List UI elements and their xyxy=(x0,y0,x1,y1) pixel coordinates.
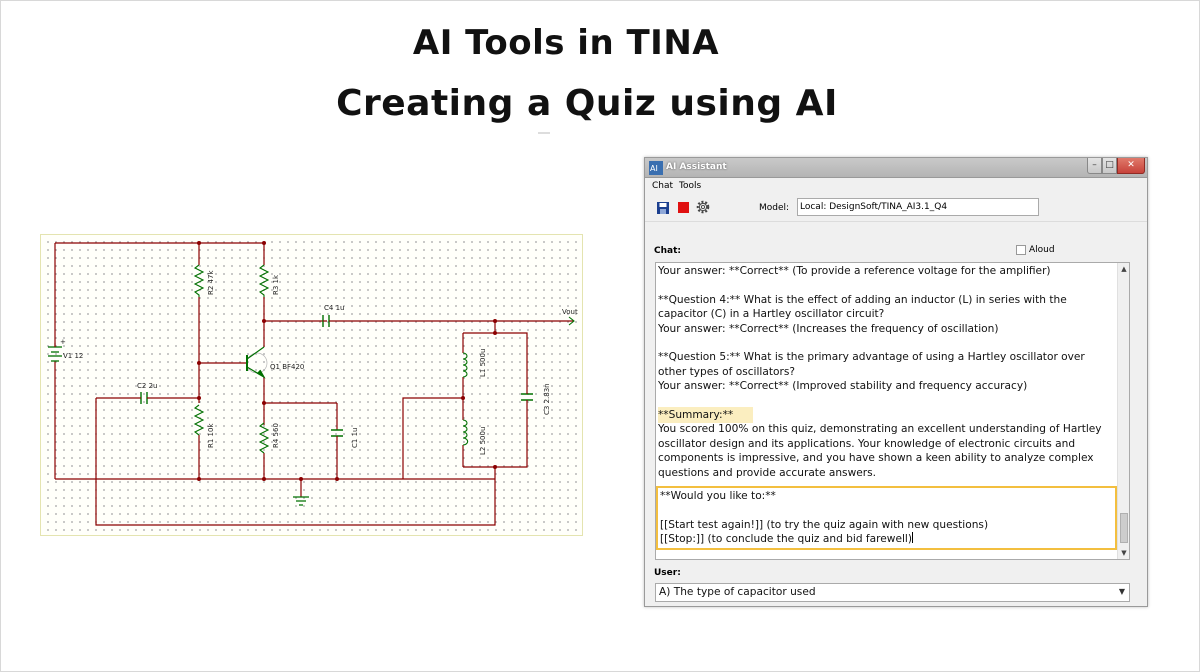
slide-subtitle: Creating a Quiz using AI xyxy=(336,83,838,124)
reply-options: **Would you like to:** [[Start test agai… xyxy=(656,486,1117,550)
stop-link[interactable]: [[Stop:]] (to conclude the quiz and bid … xyxy=(660,533,912,546)
battery-symbol xyxy=(48,343,62,362)
circuit-wires xyxy=(54,242,573,526)
summary-heading: **Summary:** xyxy=(658,407,754,424)
aloud-checkbox[interactable] xyxy=(1016,245,1026,255)
label-vout: Vout xyxy=(562,308,578,316)
slide-title: AI Tools in TINA xyxy=(412,23,720,63)
label-V1: V1 12 xyxy=(63,352,83,360)
label-L1: L1 500u xyxy=(479,349,487,377)
svg-text:AI: AI xyxy=(650,164,658,173)
save-icon[interactable] xyxy=(657,202,669,214)
scroll-down-arrow-icon[interactable]: ▼ xyxy=(1121,549,1127,557)
window-title: AI Assistant xyxy=(666,162,727,172)
label-R3: R3 1k xyxy=(272,274,280,295)
user-input-value: A) The type of capacitor used xyxy=(659,586,816,598)
resistor-symbols xyxy=(193,264,270,454)
menu-tools[interactable]: Tools xyxy=(679,181,702,191)
circuit-schematic: + xyxy=(40,234,583,536)
ground-symbol xyxy=(293,496,309,506)
user-label: User: xyxy=(654,568,681,578)
text-caret xyxy=(911,532,913,544)
svg-text:+: + xyxy=(60,338,66,346)
chat-message: You scored 100% on this quiz, demonstrat… xyxy=(658,423,1105,479)
user-input[interactable]: A) The type of capacitor used ▼ xyxy=(655,583,1130,602)
label-C1: C1 1u xyxy=(351,428,359,448)
label-R2: R2 47k xyxy=(207,270,215,295)
label-C3: C3 2.83n xyxy=(543,383,551,415)
junction-dots xyxy=(197,241,497,481)
start-test-link[interactable]: [[Start test again!]] (to try the quiz a… xyxy=(660,518,989,531)
chevron-down-icon[interactable]: ▼ xyxy=(1118,587,1125,596)
scroll-up-arrow-icon[interactable]: ▲ xyxy=(1121,265,1127,273)
chat-messages: Your answer: **Correct** (To provide a r… xyxy=(656,263,1117,551)
maximize-button[interactable]: □ xyxy=(1102,158,1117,174)
aloud-label: Aloud xyxy=(1029,245,1055,255)
model-label: Model: xyxy=(759,203,790,213)
label-L2: L2 500u xyxy=(479,427,487,455)
chat-transcript[interactable]: Your answer: **Correct** (To provide a r… xyxy=(655,262,1130,560)
chat-label: Chat: xyxy=(654,246,681,256)
label-R4: R4 560 xyxy=(272,423,280,448)
toolbar: Model: Local: DesignSoft/TINA_AI3.1_Q4 xyxy=(645,194,1147,222)
chat-message: Your answer: **Correct** (To provide a r… xyxy=(658,265,1051,277)
chat-message: **Question 4:** What is the effect of ad… xyxy=(658,293,1071,321)
minimize-button[interactable]: – xyxy=(1087,158,1102,174)
capacitor-symbols xyxy=(135,315,533,442)
vout-terminal xyxy=(568,316,575,326)
stop-icon[interactable] xyxy=(678,202,689,213)
model-field[interactable]: Local: DesignSoft/TINA_AI3.1_Q4 xyxy=(797,198,1039,216)
transistor-symbol xyxy=(246,346,268,379)
reply-title: **Would you like to:** xyxy=(660,490,776,503)
ai-assistant-window: AI AI Assistant – □ ✕ Chat Tools Model: xyxy=(644,157,1148,607)
gear-icon[interactable] xyxy=(695,199,711,215)
window-titlebar[interactable]: AI AI Assistant – □ ✕ xyxy=(645,158,1147,178)
label-Q1: Q1 BF420 xyxy=(270,363,304,371)
chat-message: Your answer: **Correct** (Improved stabi… xyxy=(658,380,1028,393)
close-button[interactable]: ✕ xyxy=(1117,158,1145,174)
divider xyxy=(538,132,550,134)
chat-message: Your answer: **Correct** (Increases the … xyxy=(658,322,999,335)
app-icon: AI xyxy=(649,161,663,175)
chat-scrollbar[interactable]: ▲ ▼ xyxy=(1117,263,1129,559)
menubar: Chat Tools xyxy=(645,178,1147,194)
chat-message: **Question 5:** What is the primary adva… xyxy=(658,351,1089,378)
label-C2: C2 2u xyxy=(137,382,157,390)
inductor-symbols xyxy=(462,352,469,446)
circuit-diagram: + xyxy=(48,241,578,526)
label-R1: R1 10k xyxy=(207,423,215,448)
menu-chat[interactable]: Chat xyxy=(652,181,674,191)
label-C4: C4 1u xyxy=(324,304,344,312)
scroll-thumb[interactable] xyxy=(1120,513,1128,543)
